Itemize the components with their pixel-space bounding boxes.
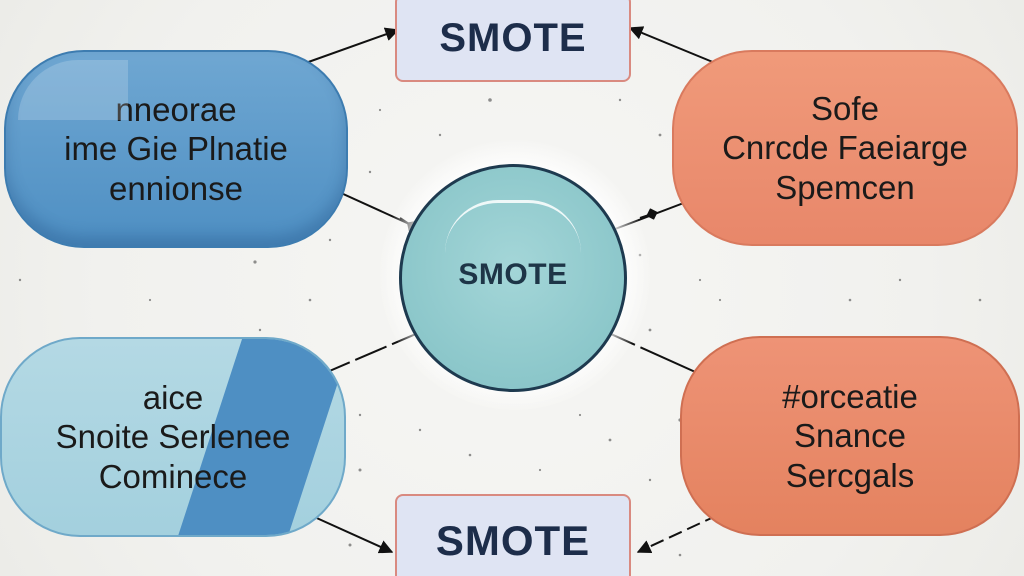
center-smote-circle: SMOTE — [399, 164, 627, 392]
arrow-br-to-bottom — [636, 514, 719, 554]
arrow-bl-to-bottom — [309, 514, 394, 554]
node-bottom-left-line-2: Snoite Serlenee — [55, 418, 291, 456]
node-bottom-right: #orceatie Snance Sercgals — [680, 336, 1020, 536]
node-top-left-line-3: ennionse — [109, 169, 243, 207]
node-bottom-left-line-1: aice — [142, 378, 204, 416]
bottom-smote-box: SMOTE — [395, 494, 631, 576]
bottom-smote-label: SMOTE — [435, 517, 591, 564]
node-bottom-right-line-1: #orceatie — [782, 377, 918, 415]
node-bottom-left-line-3: Cominece — [98, 457, 248, 495]
arrow-tl-to-top — [299, 27, 400, 66]
node-top-right: Sofe Cnrcde Faeiarge Spemcen — [672, 50, 1018, 246]
node-top-right-line-2: Cnrcde Faeiarge — [722, 129, 968, 167]
center-highlight-arc — [445, 200, 581, 253]
arrow-tr-to-top — [628, 26, 721, 66]
top-smote-box: SMOTE — [395, 0, 631, 82]
node-top-right-line-3: Spemcen — [775, 168, 915, 206]
center-smote-label: SMOTE — [458, 258, 568, 291]
node-bottom-left: aice Snoite Serlenee Cominece — [0, 337, 346, 537]
node-top-left-line-2: ime Gie Plnatie — [64, 130, 288, 168]
node-bottom-right-line-2: Snance — [794, 417, 906, 455]
node-top-left-line-1: nneorae — [115, 90, 237, 128]
node-top-right-line-1: Sofe — [811, 89, 879, 127]
top-smote-label: SMOTE — [439, 15, 587, 60]
node-bottom-right-line-3: Sercgals — [785, 456, 915, 494]
node-top-left: nneorae ime Gie Plnatie ennionse — [4, 50, 348, 248]
